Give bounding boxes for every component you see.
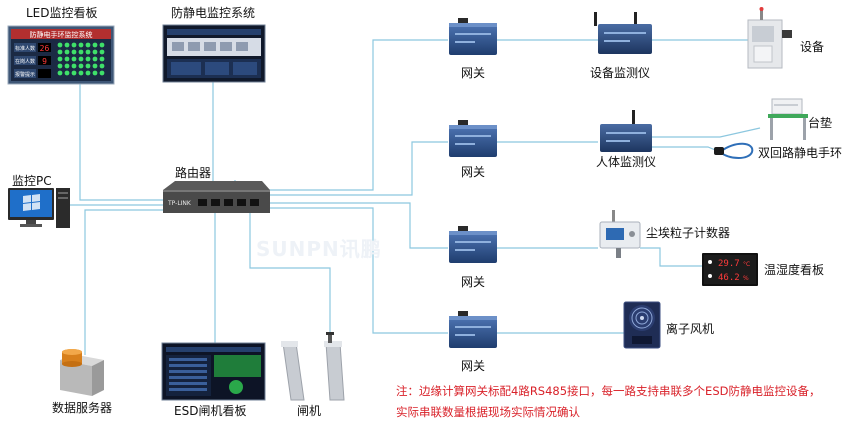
esd-system-screen	[162, 24, 266, 83]
led-row2-label: 在岗人数	[15, 58, 35, 65]
label-gateway-4: 网关	[461, 359, 486, 373]
connection-lines	[62, 39, 761, 355]
label-gateway-1: 网关	[461, 66, 486, 80]
label-router: 路由器	[175, 166, 212, 180]
watermark: SUNPN讯鹏	[256, 237, 382, 261]
label-monitor-pc: 监控PC	[12, 174, 52, 188]
monitor-pc-device	[8, 188, 70, 228]
label-equipment: 设备	[800, 40, 825, 54]
turnstile-device	[281, 332, 345, 401]
label-body-monitor: 人体监测仪	[596, 155, 657, 169]
label-gateway-3: 网关	[461, 275, 486, 289]
label-esd-system: 防静电监控系统	[171, 6, 256, 20]
body-monitor-device	[600, 110, 652, 152]
esd-gate-board-screen	[161, 342, 266, 401]
label-device-monitor: 设备监测仪	[590, 66, 651, 80]
label-gateway-2: 网关	[461, 165, 486, 179]
led-panel-title: 防静电手环监控系统	[30, 30, 93, 39]
label-led-board: LED监控看板	[26, 6, 98, 20]
th-hum-unit: %	[743, 275, 749, 282]
label-mat: 台垫	[808, 116, 833, 130]
temp-humidity-board-device: 29.7 °C 46.2 %	[702, 253, 758, 286]
th-temp-unit: °C	[743, 261, 750, 268]
label-data-server: 数据服务器	[52, 401, 113, 415]
wrist-strap-device	[714, 142, 754, 159]
label-ion-fan: 离子风机	[666, 322, 715, 336]
data-server-device	[60, 349, 104, 396]
gateway-1	[449, 18, 497, 55]
led-row2-value: 9	[42, 57, 47, 66]
gateway-4	[449, 311, 497, 348]
gateway-2	[449, 120, 497, 157]
device-monitor-device	[594, 12, 652, 54]
equipment-machine	[747, 7, 792, 69]
label-esd-gate-board: ESD闸机看板	[174, 404, 247, 418]
label-dust-counter: 尘埃粒子计数器	[646, 226, 731, 240]
gateway-3	[449, 226, 497, 263]
th-temp-value: 29.7	[718, 259, 740, 269]
router-brand: TP-LINK	[167, 200, 192, 207]
dust-counter-device	[599, 210, 641, 258]
router-device: TP-LINK	[163, 181, 270, 213]
label-temp-humidity-board: 温湿度看板	[764, 263, 825, 277]
th-hum-value: 46.2	[718, 273, 740, 283]
led-row1-label: 标准人数	[15, 45, 35, 52]
label-gate: 闸机	[297, 404, 322, 418]
label-wrist-strap: 双回路静电手环	[758, 146, 843, 160]
mat-workbench	[768, 98, 808, 140]
note-line-2: 实际串联数量根据现场实际情况确认	[396, 405, 580, 419]
led-row3-label: 报警提示	[15, 71, 35, 78]
note-line-1: 注：边缘计算网关标配4路RS485接口，每一路支持串联多个ESD防静电监控设备，	[396, 384, 821, 398]
ion-fan-device	[623, 301, 661, 349]
led-board-device: 防静电手环监控系统 标准人数 在岗人数 报警提示 26 9	[7, 25, 115, 85]
led-row1-value: 26	[40, 44, 50, 53]
